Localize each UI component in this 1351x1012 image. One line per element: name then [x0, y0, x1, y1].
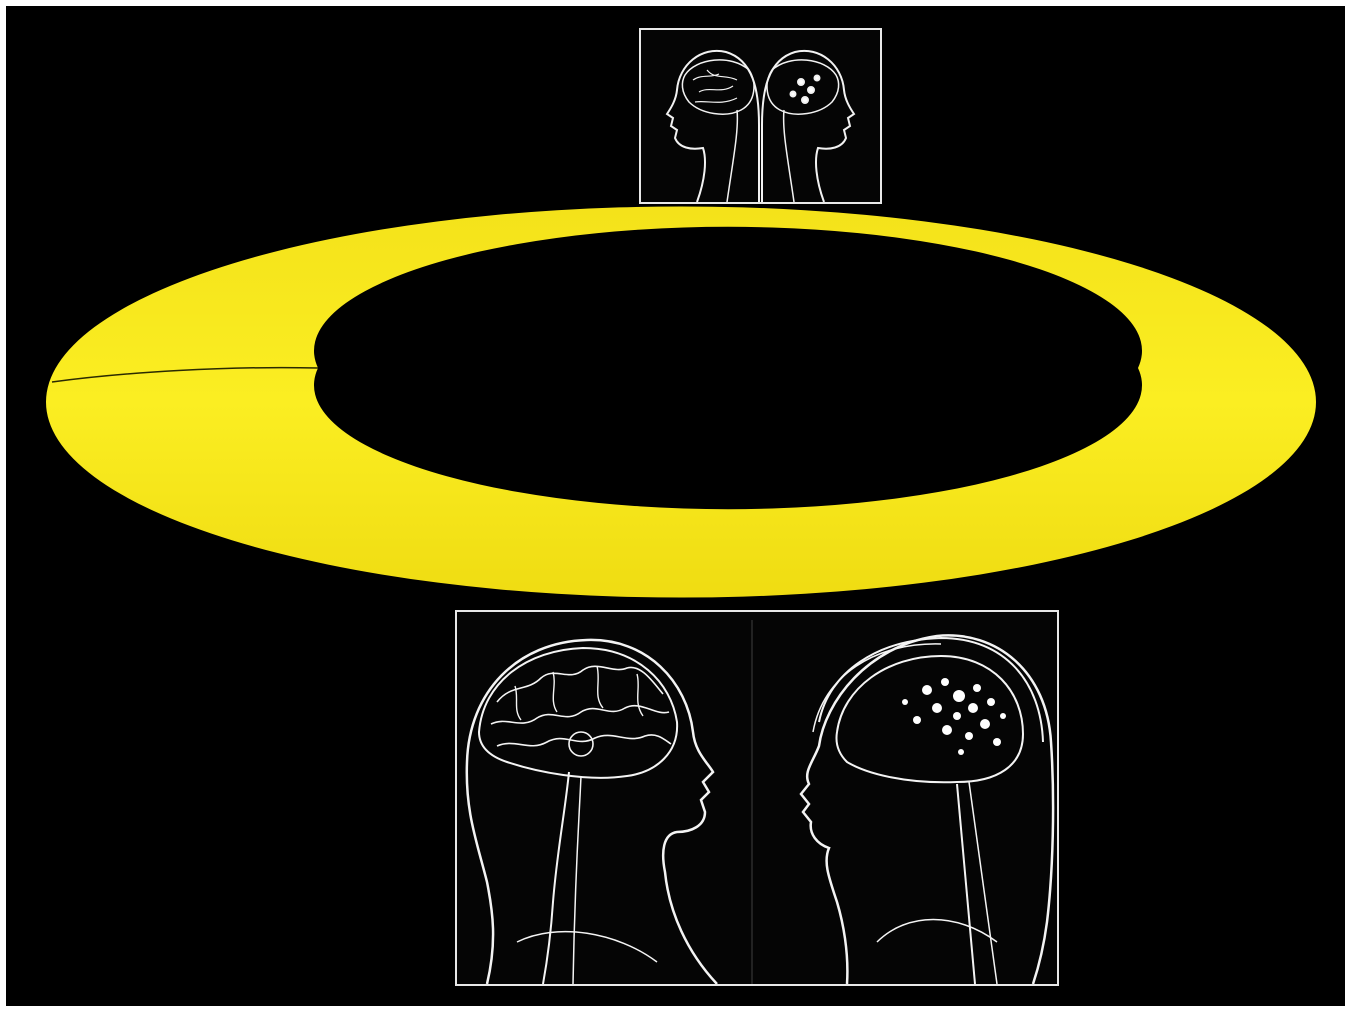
- top-image-frame: [639, 28, 882, 204]
- bottom-image-frame: [455, 610, 1059, 986]
- black-canvas: [6, 6, 1345, 1006]
- ring-body: [46, 206, 1316, 597]
- two-heads-facing-icon: [457, 612, 1057, 984]
- two-heads-back-to-back-icon: [641, 30, 880, 202]
